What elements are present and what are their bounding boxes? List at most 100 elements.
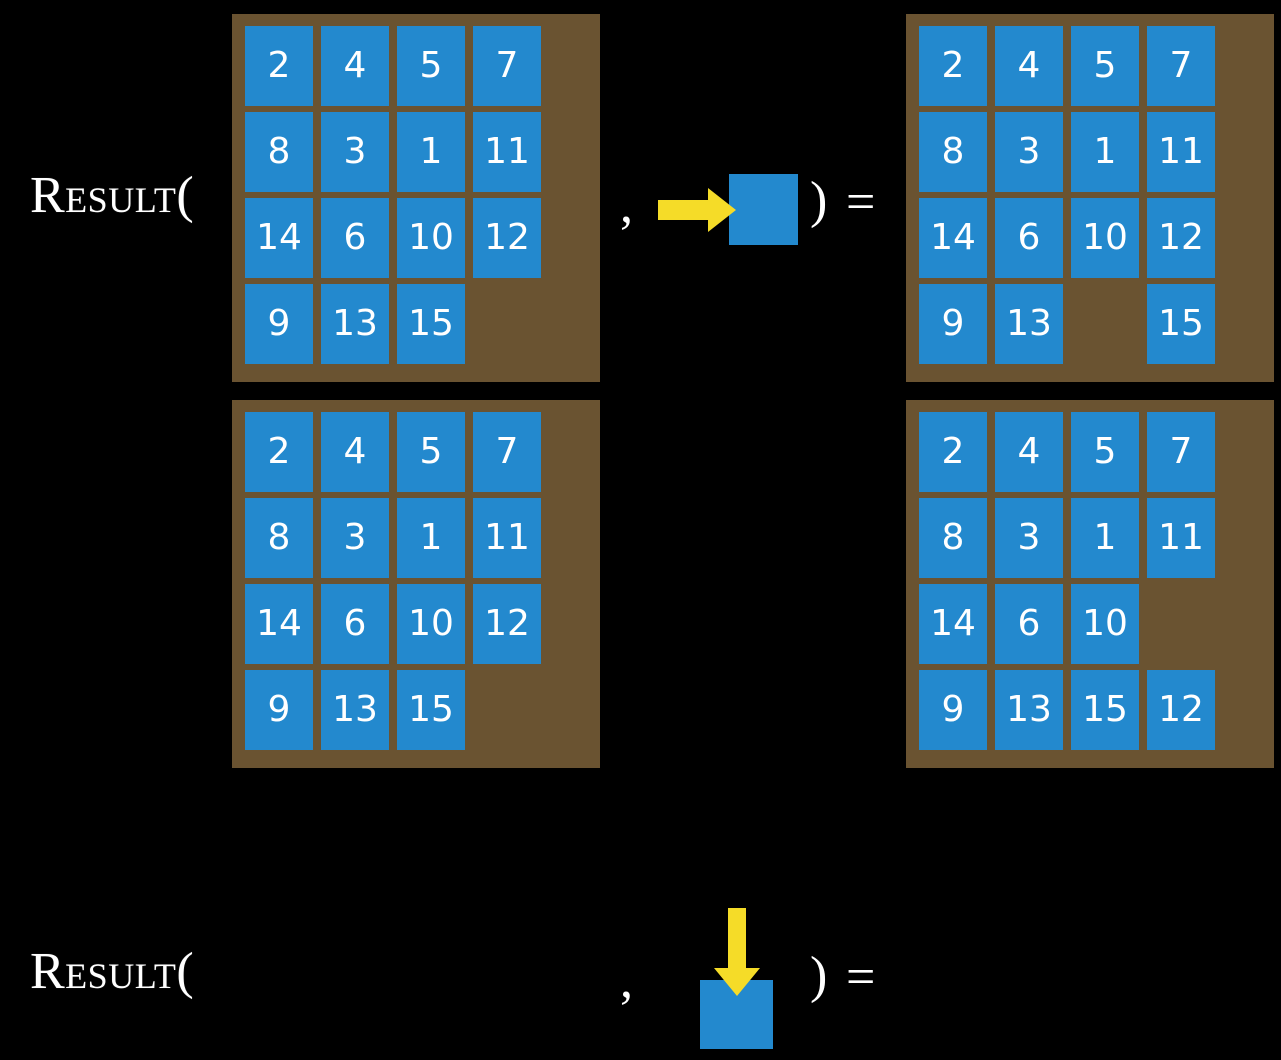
board-cell[interactable]: 13 <box>317 667 393 753</box>
board-cell[interactable]: 4 <box>317 23 393 109</box>
board-cell[interactable]: 4 <box>991 23 1067 109</box>
board-cell[interactable]: 7 <box>1143 23 1219 109</box>
board-cell[interactable]: 13 <box>991 281 1067 367</box>
board-cell[interactable]: 4 <box>991 409 1067 495</box>
board-cell[interactable]: 7 <box>469 23 545 109</box>
board-cell[interactable]: 12 <box>1143 667 1219 753</box>
board-cell[interactable]: 10 <box>1067 581 1143 667</box>
blank-tile-square <box>729 174 798 245</box>
arrow-down-icon <box>714 908 760 996</box>
tile: 4 <box>321 26 389 106</box>
board-cell[interactable]: 14 <box>915 581 991 667</box>
board-cell[interactable]: 13 <box>991 667 1067 753</box>
board-cell[interactable]: 1 <box>1067 109 1143 195</box>
board-cell[interactable]: 2 <box>915 23 991 109</box>
tile: 12 <box>473 198 541 278</box>
board-cell[interactable]: 2 <box>915 409 991 495</box>
tile: 13 <box>321 670 389 750</box>
tile: 13 <box>321 284 389 364</box>
board-cell[interactable]: 5 <box>393 23 469 109</box>
board-cell[interactable]: 15 <box>1067 667 1143 753</box>
tile: 11 <box>473 498 541 578</box>
tile: 10 <box>397 584 465 664</box>
board-cell[interactable]: 9 <box>915 667 991 753</box>
board-cell[interactable]: 3 <box>317 109 393 195</box>
board-cell[interactable]: 14 <box>915 195 991 281</box>
board-cell[interactable]: 9 <box>241 667 317 753</box>
equals-sign: = <box>846 949 876 1006</box>
board-cell[interactable]: 11 <box>1143 495 1219 581</box>
tile: 14 <box>245 584 313 664</box>
tile: 3 <box>321 112 389 192</box>
board-cell-empty[interactable] <box>1067 281 1143 367</box>
board-cell[interactable]: 14 <box>241 581 317 667</box>
comma-separator: , <box>620 177 633 234</box>
board-cell[interactable]: 6 <box>991 195 1067 281</box>
tile: 7 <box>1147 26 1215 106</box>
board-cell[interactable]: 5 <box>1067 23 1143 109</box>
board-cell[interactable]: 5 <box>393 409 469 495</box>
board-cell[interactable]: 3 <box>991 109 1067 195</box>
tile: 8 <box>245 498 313 578</box>
tile: 1 <box>1071 112 1139 192</box>
board-cell[interactable]: 14 <box>241 195 317 281</box>
board-cell[interactable]: 10 <box>393 581 469 667</box>
board-cell[interactable]: 9 <box>915 281 991 367</box>
board-cell-empty[interactable] <box>469 667 545 753</box>
board-cell[interactable]: 6 <box>317 195 393 281</box>
tile: 10 <box>1071 198 1139 278</box>
board-cell[interactable]: 1 <box>393 495 469 581</box>
board-cell[interactable]: 13 <box>317 281 393 367</box>
tile: 6 <box>321 198 389 278</box>
board-cell[interactable]: 11 <box>469 109 545 195</box>
tile: 7 <box>1147 412 1215 492</box>
board-cell[interactable]: 4 <box>317 409 393 495</box>
board-cell[interactable]: 6 <box>991 581 1067 667</box>
tile: 15 <box>1147 284 1215 364</box>
tile: 9 <box>245 670 313 750</box>
board-cell[interactable]: 8 <box>241 109 317 195</box>
board-cell[interactable]: 12 <box>1143 195 1219 281</box>
board-cell[interactable]: 15 <box>393 281 469 367</box>
board-cell[interactable]: 2 <box>241 23 317 109</box>
board-cell[interactable]: 7 <box>1143 409 1219 495</box>
board-cell[interactable]: 1 <box>393 109 469 195</box>
board-cell[interactable]: 15 <box>1143 281 1219 367</box>
board-cell[interactable]: 11 <box>469 495 545 581</box>
tile: 6 <box>995 198 1063 278</box>
tile: 10 <box>1071 584 1139 664</box>
board-cell[interactable]: 2 <box>241 409 317 495</box>
tile: 1 <box>397 112 465 192</box>
tile: 11 <box>1147 112 1215 192</box>
output-puzzle-board: 2 4 5 7 8 3 1 11 14 6 10 12 9 13 15 <box>906 14 1274 382</box>
board-cell[interactable]: 8 <box>915 495 991 581</box>
board-cell[interactable]: 5 <box>1067 409 1143 495</box>
board-cell[interactable]: 8 <box>241 495 317 581</box>
close-paren: ) <box>810 947 828 1004</box>
input-puzzle-board: 2 4 5 7 8 3 1 11 14 6 10 12 9 13 15 <box>232 400 600 768</box>
result-function-label: Result( <box>30 167 195 224</box>
board-cell[interactable]: 11 <box>1143 109 1219 195</box>
tile: 2 <box>245 26 313 106</box>
board-cell[interactable]: 12 <box>469 581 545 667</box>
board-cell[interactable]: 10 <box>1067 195 1143 281</box>
board-cell[interactable]: 1 <box>1067 495 1143 581</box>
tile: 9 <box>919 670 987 750</box>
board-cell[interactable]: 10 <box>393 195 469 281</box>
board-cell[interactable]: 6 <box>317 581 393 667</box>
tile: 3 <box>995 498 1063 578</box>
board-cell[interactable]: 7 <box>469 409 545 495</box>
board-cell[interactable]: 12 <box>469 195 545 281</box>
board-cell[interactable]: 9 <box>241 281 317 367</box>
board-cell[interactable]: 3 <box>991 495 1067 581</box>
board-cell-empty[interactable] <box>1143 581 1219 667</box>
board-cell[interactable]: 3 <box>317 495 393 581</box>
tile: 2 <box>919 26 987 106</box>
board-cell-empty[interactable] <box>469 281 545 367</box>
tile: 5 <box>397 412 465 492</box>
tile: 3 <box>321 498 389 578</box>
tile: 13 <box>995 670 1063 750</box>
board-cell[interactable]: 15 <box>393 667 469 753</box>
board-cell[interactable]: 8 <box>915 109 991 195</box>
tile: 5 <box>1071 26 1139 106</box>
